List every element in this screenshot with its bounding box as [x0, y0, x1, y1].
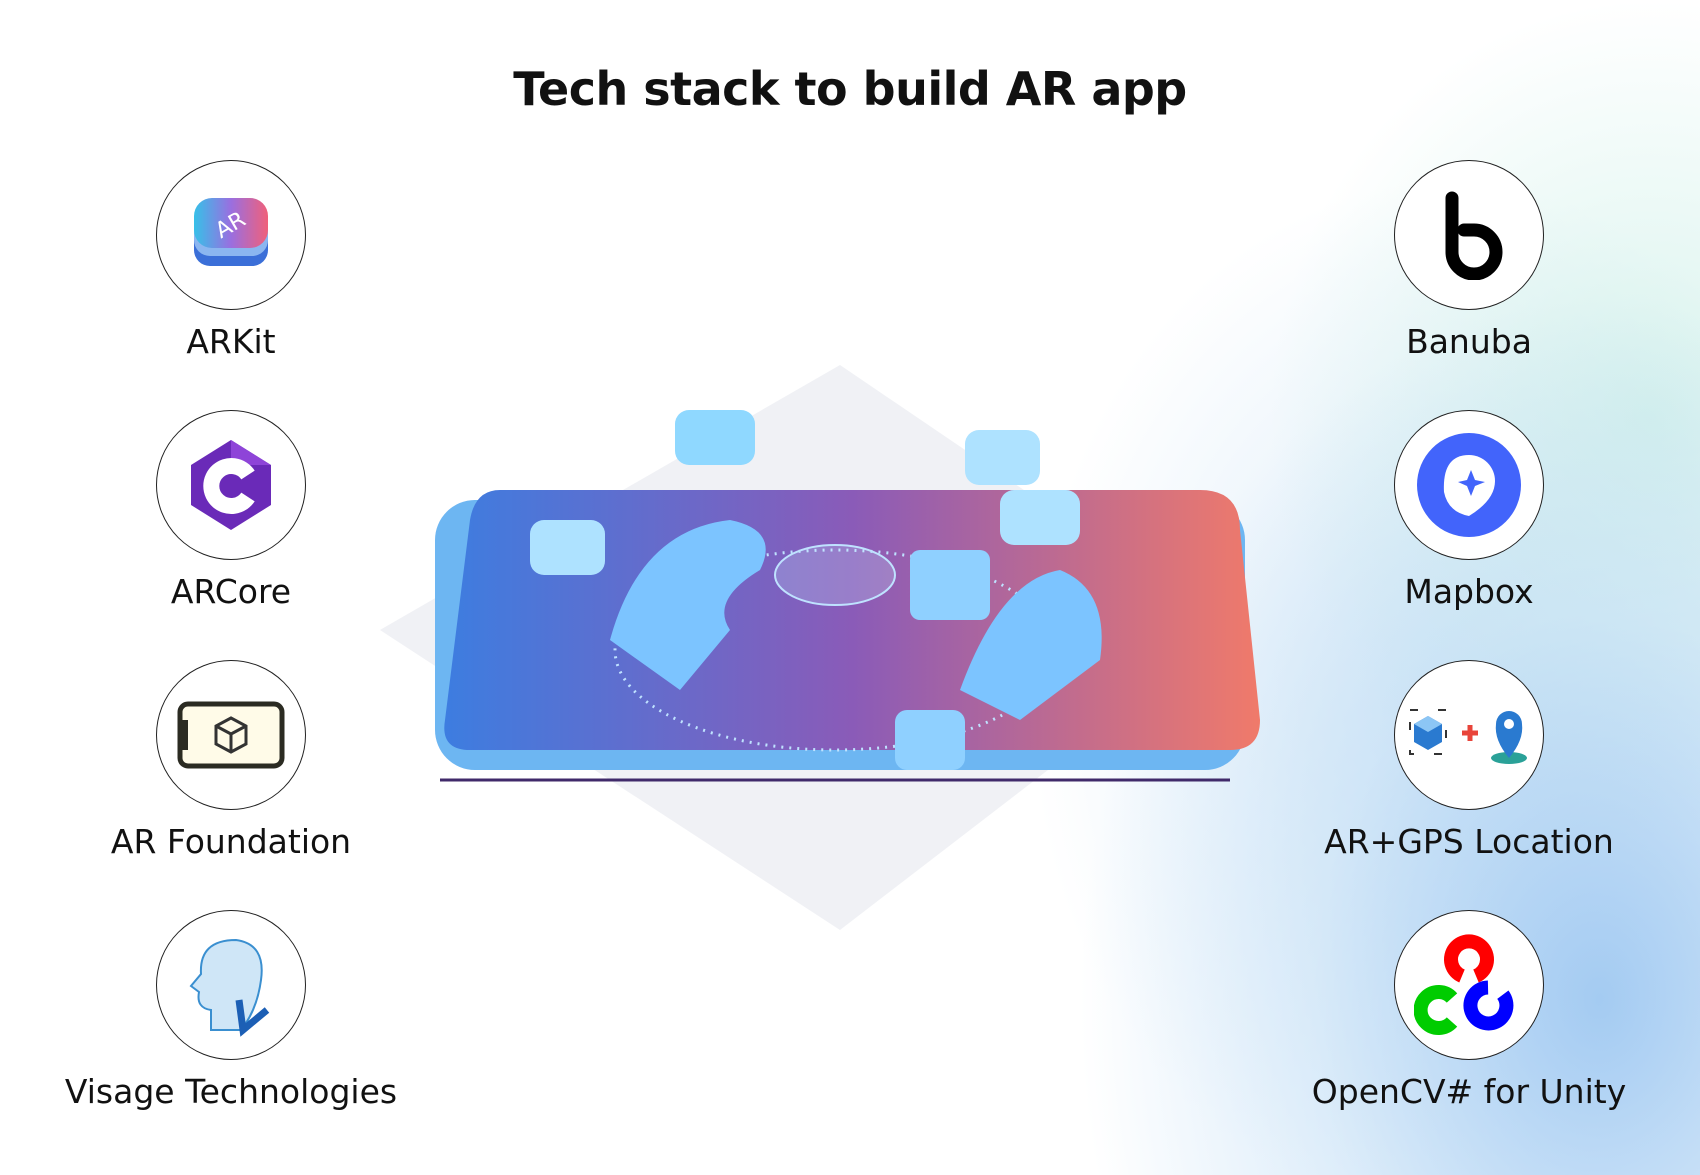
tech-item-banuba: Banuba [1259, 160, 1679, 361]
ar-foundation-logo-icon [156, 660, 306, 810]
tech-label: ARKit [186, 322, 276, 361]
tech-label: Visage Technologies [64, 1072, 398, 1111]
mapbox-logo-icon [1394, 410, 1544, 560]
tech-item-arcore: ARCore [21, 410, 441, 611]
tech-label: Mapbox [1404, 572, 1534, 611]
arkit-logo-icon: AR [156, 160, 306, 310]
ar-phone-illustration [380, 365, 1260, 930]
page-title: Tech stack to build AR app [513, 62, 1187, 116]
tech-item-ar-foundation: AR Foundation [21, 660, 441, 861]
tech-label: AR+GPS Location [1324, 822, 1614, 861]
ar-gps-logo-icon [1394, 660, 1544, 810]
tech-item-visage: Visage Technologies [21, 910, 441, 1111]
tech-item-mapbox: Mapbox [1259, 410, 1679, 611]
left-hand [610, 520, 766, 690]
cube-block [910, 550, 990, 620]
banuba-logo-icon [1394, 160, 1544, 310]
tech-item-arkit: AR ARKit [21, 160, 441, 361]
opencv-logo-icon [1394, 910, 1544, 1060]
arcore-logo-icon [156, 410, 306, 560]
tech-item-opencv: OpenCV# for Unity [1259, 910, 1679, 1111]
tech-item-ar-gps: AR+GPS Location [1259, 660, 1679, 861]
visage-logo-icon [156, 910, 306, 1060]
tech-label: AR Foundation [110, 822, 352, 861]
tech-label: Banuba [1406, 322, 1532, 361]
tech-label: ARCore [170, 572, 292, 611]
tech-label: OpenCV# for Unity [1311, 1072, 1627, 1111]
right-hand [960, 570, 1102, 720]
